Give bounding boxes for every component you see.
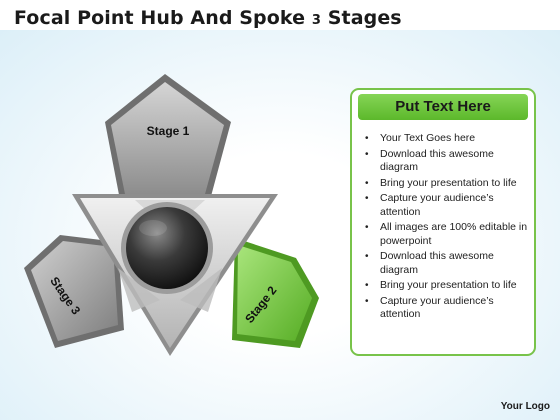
- hub-notch-left: [118, 268, 160, 312]
- list-item: Capture your audience’s attention: [360, 295, 530, 322]
- panel-header: Put Text Here: [358, 94, 528, 120]
- page-title: Focal Point Hub And Spoke 3 Stages: [14, 7, 402, 29]
- list-item: All images are 100% editable in powerpoi…: [360, 221, 530, 248]
- stage-2-segment: Stage 2: [232, 238, 319, 348]
- stage-1-pentagon: [111, 82, 224, 194]
- list-item: Bring your presentation to life: [360, 279, 530, 293]
- list-item: Download this awesome diagram: [360, 148, 530, 175]
- list-item: Capture your audience’s attention: [360, 192, 530, 219]
- list-item: Your Text Goes here: [360, 132, 530, 146]
- stage-1-label: Stage 1: [147, 124, 190, 138]
- stage-1-segment: Stage 1: [105, 74, 231, 200]
- title-number: 3: [311, 13, 322, 28]
- bullet-list: Your Text Goes here Download this awesom…: [360, 132, 530, 324]
- central-hub: [72, 194, 278, 356]
- list-item: Bring your presentation to life: [360, 177, 530, 191]
- hub-sphere-highlight: [139, 220, 167, 236]
- hub-notch-right: [180, 268, 222, 312]
- title-main: Focal Point Hub And Spoke: [14, 7, 306, 29]
- list-item: Download this awesome diagram: [360, 250, 530, 277]
- stage-2-pentagon: [237, 245, 312, 341]
- hub-sphere: [126, 207, 208, 289]
- logo-text: Your Logo: [500, 401, 550, 412]
- title-tail: Stages: [327, 7, 402, 29]
- stage-3-pentagon: [31, 241, 118, 341]
- stage-3-segment: Stage 3: [24, 235, 124, 348]
- text-panel: Put Text Here Your Text Goes here Downlo…: [350, 88, 536, 356]
